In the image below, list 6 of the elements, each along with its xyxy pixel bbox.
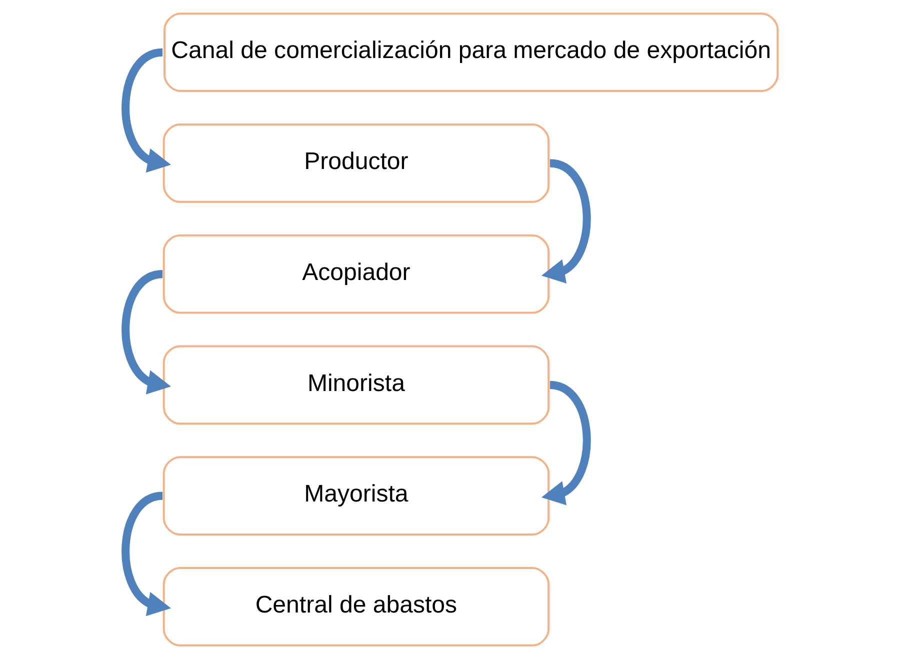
node-box: Canal de comercialización para mercado de exportación xyxy=(163,12,778,92)
node-box: Mayorista xyxy=(162,456,550,536)
node-box: Central de abastos xyxy=(162,566,550,646)
node-box: Minorista xyxy=(162,345,550,425)
node-box: Acopiador xyxy=(162,234,550,314)
node-box: Productor xyxy=(162,123,550,203)
